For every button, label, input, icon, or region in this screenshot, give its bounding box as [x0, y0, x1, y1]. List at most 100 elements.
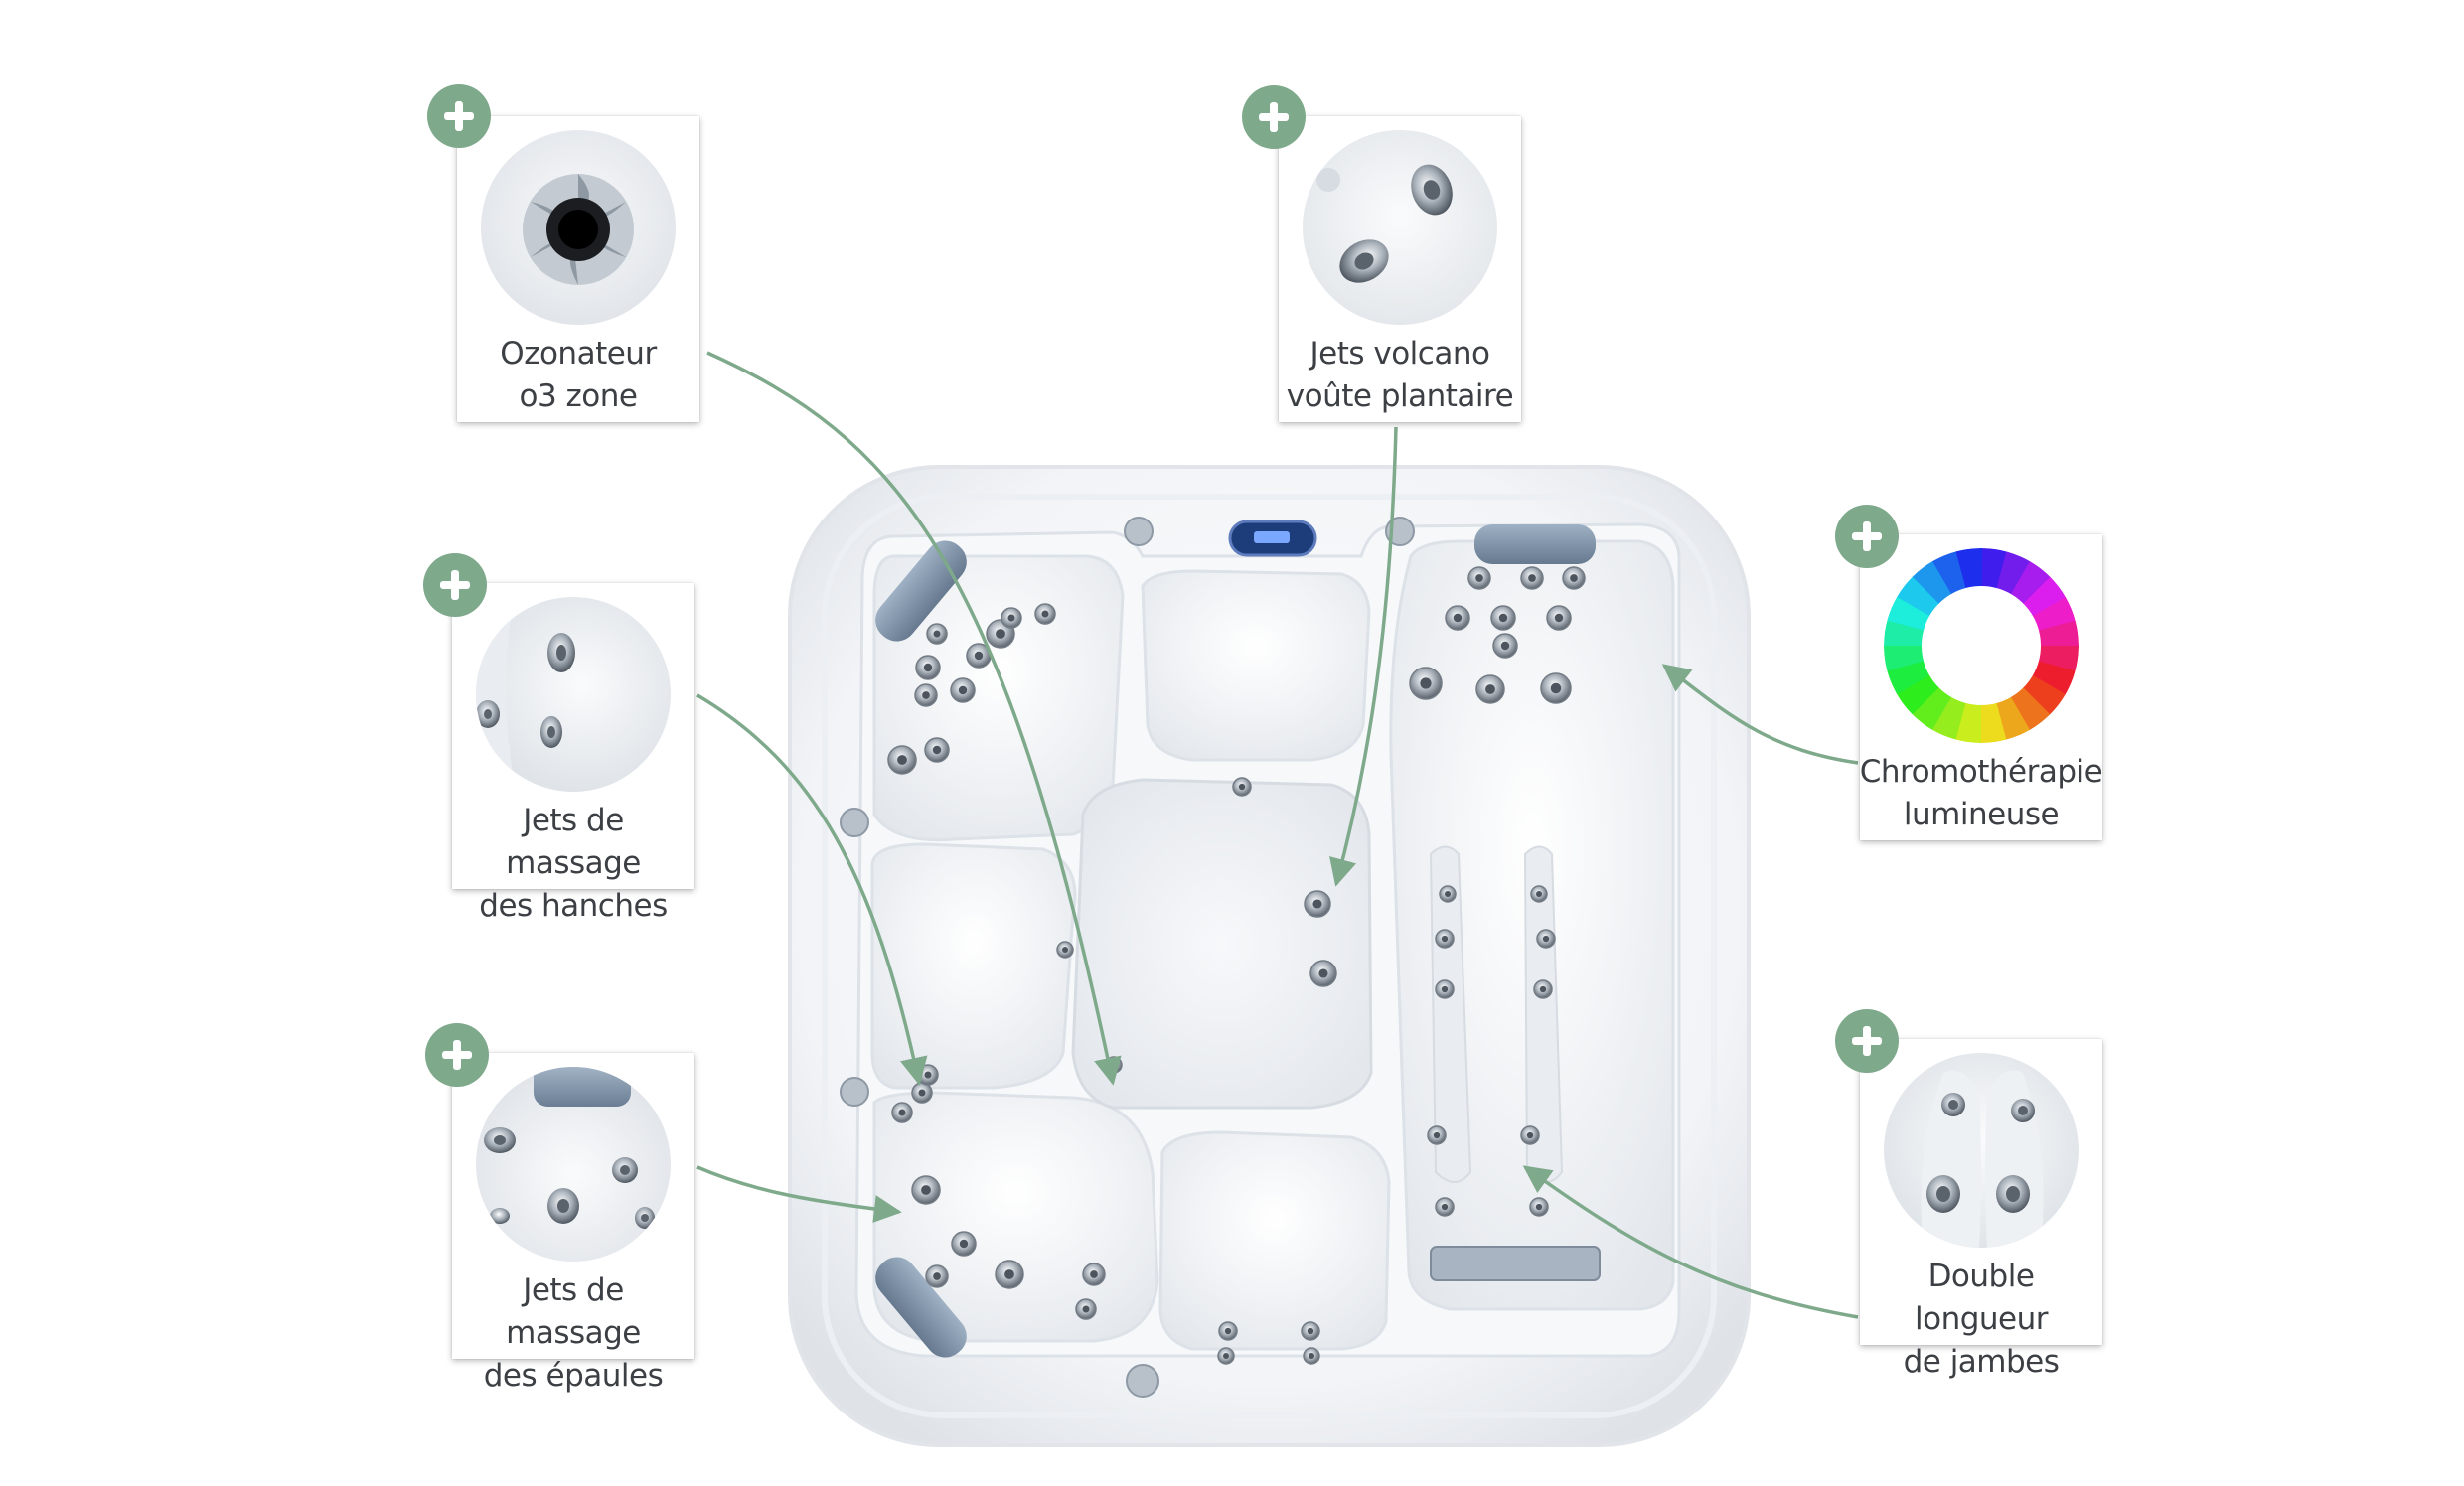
jet-nozzle-center	[923, 663, 933, 672]
hip-jets-icon	[476, 597, 671, 792]
jet-nozzle-center	[1441, 935, 1449, 943]
leader-line-volcano	[1329, 426, 1398, 887]
plus-button-ozone[interactable]	[427, 84, 491, 148]
feature-label-line2: lumineuse	[1903, 797, 2060, 832]
headrests	[875, 524, 1596, 1358]
plus-icon	[440, 570, 470, 600]
jet-nozzle-center	[1570, 574, 1578, 582]
feature-label-line1: Double longueur	[1914, 1259, 2049, 1337]
jet-nozzle-center	[1528, 574, 1536, 582]
seat-top-middle	[1141, 569, 1371, 762]
feature-label-line2: voûte plantaire	[1286, 378, 1514, 414]
jet-nozzle-center	[1223, 1353, 1229, 1359]
plus-icon	[442, 1040, 472, 1070]
jet-nozzle-center	[933, 1272, 941, 1280]
feature-label-line1: Chromothérapie	[1859, 754, 2103, 790]
feature-label-line2: de jambes	[1903, 1344, 2060, 1380]
jet-nozzle-center	[1554, 613, 1564, 623]
jet-nozzle-center	[996, 629, 1005, 639]
feature-label-ozone: Ozonateur o3 zone	[500, 333, 657, 418]
jet-nozzle-center	[1007, 614, 1015, 622]
jet-nozzle-center	[1475, 574, 1483, 582]
jet-nozzle-center	[1445, 891, 1451, 897]
jet-nozzle-center	[1307, 1327, 1314, 1335]
feature-label-line1: Ozonateur	[500, 336, 657, 372]
feature-card-ozone[interactable]: Ozonateur o3 zone	[457, 116, 699, 422]
jet-nozzle-center	[1441, 1203, 1449, 1211]
filter-grille	[1430, 1246, 1601, 1281]
feature-label-hip: Jets de massage des hanches	[452, 800, 694, 928]
leader-line-chromo	[1661, 664, 1859, 765]
plus-icon	[1852, 521, 1882, 551]
feature-label-line1: Jets de massage	[506, 1272, 641, 1351]
jet-nozzle-center	[1312, 899, 1322, 909]
feature-label-line1: Jets de massage	[506, 803, 641, 881]
plus-icon	[444, 101, 474, 131]
feature-label-shoulder: Jets de massage des épaules	[452, 1269, 694, 1398]
jet-nozzle-center	[1526, 1131, 1534, 1139]
jet-nozzle-center	[933, 630, 941, 638]
volcano-jets-icon	[1303, 130, 1497, 325]
feature-card-shoulder[interactable]: Jets de massage des épaules	[452, 1053, 694, 1394]
leader-line-shoulder	[696, 1165, 902, 1223]
jet-nozzle-center	[958, 685, 968, 695]
jet-nozzle-center	[1500, 641, 1510, 651]
jet-nozzle-center	[1535, 1203, 1543, 1211]
jet-nozzle-center	[1433, 1131, 1441, 1139]
jet-nozzle-center	[1498, 613, 1508, 623]
jet-nozzle-center	[1004, 1269, 1014, 1279]
jet-nozzle-center	[959, 1239, 969, 1249]
jet-nozzle-center	[1309, 1353, 1314, 1359]
color-wheel-icon	[1884, 548, 2079, 743]
feature-label-legs: Double longueur de jambes	[1860, 1256, 2102, 1384]
feature-label-line2: des hanches	[479, 888, 668, 924]
jet-nozzle-center	[974, 651, 984, 661]
jet-nozzle-center	[1536, 891, 1542, 897]
jets	[887, 566, 1586, 1365]
jet-nozzle-center	[922, 691, 930, 699]
feature-card-hip[interactable]: Jets de massage des hanches	[452, 583, 694, 924]
leg-jets-icon	[1884, 1053, 2079, 1248]
jet-nozzle-center	[897, 755, 907, 765]
jet-nozzle-center	[1224, 1327, 1232, 1335]
plus-button-hip[interactable]	[423, 553, 487, 617]
jet-nozzle-center	[1550, 682, 1562, 694]
jet-nozzle-center	[932, 745, 942, 755]
jet-nozzle-center	[1420, 677, 1432, 689]
spa-footwell	[1071, 778, 1373, 1110]
feature-label-line2: o3 zone	[519, 378, 638, 414]
feature-label-line2: des épaules	[483, 1358, 664, 1394]
jet-nozzle-center	[1485, 684, 1495, 694]
leader-line-ozone	[706, 351, 1122, 1086]
jet-nozzle-center	[1082, 1305, 1090, 1313]
feature-label-volcano: Jets volcano voûte plantaire	[1286, 333, 1514, 418]
leader-line-hip	[696, 693, 928, 1086]
plus-button-chromo[interactable]	[1835, 505, 1899, 568]
jet-nozzle-center	[1238, 783, 1246, 791]
seat-bottom-middle	[1158, 1130, 1391, 1351]
shoulder-jets-icon	[476, 1067, 671, 1262]
plus-button-shoulder[interactable]	[425, 1023, 489, 1087]
jet-nozzle-center	[1539, 985, 1547, 993]
plus-icon	[1852, 1026, 1882, 1056]
feature-label-line1: Jets volcano	[1309, 336, 1490, 372]
jet-nozzle-center	[1062, 947, 1068, 953]
plus-icon	[1259, 102, 1289, 132]
jet-nozzle-center	[1453, 613, 1463, 623]
plus-button-volcano[interactable]	[1242, 85, 1306, 149]
jet-nozzle-center	[1441, 985, 1449, 993]
feature-card-chromo[interactable]: Chromothérapie lumineuse	[1859, 534, 2103, 840]
ozonator-nozzle-icon	[481, 130, 676, 325]
jet-nozzle-center	[1318, 968, 1328, 978]
plus-button-legs[interactable]	[1835, 1009, 1899, 1073]
jet-nozzle-center	[918, 1089, 926, 1097]
jet-nozzle-center	[1041, 610, 1049, 618]
jet-nozzle-center	[1542, 935, 1550, 943]
feature-card-legs[interactable]: Double longueur de jambes	[1860, 1039, 2102, 1380]
jet-nozzle-center	[921, 1185, 931, 1195]
feature-card-volcano[interactable]: Jets volcano voûte plantaire	[1279, 116, 1521, 422]
leader-line-legs	[1522, 1165, 1859, 1319]
